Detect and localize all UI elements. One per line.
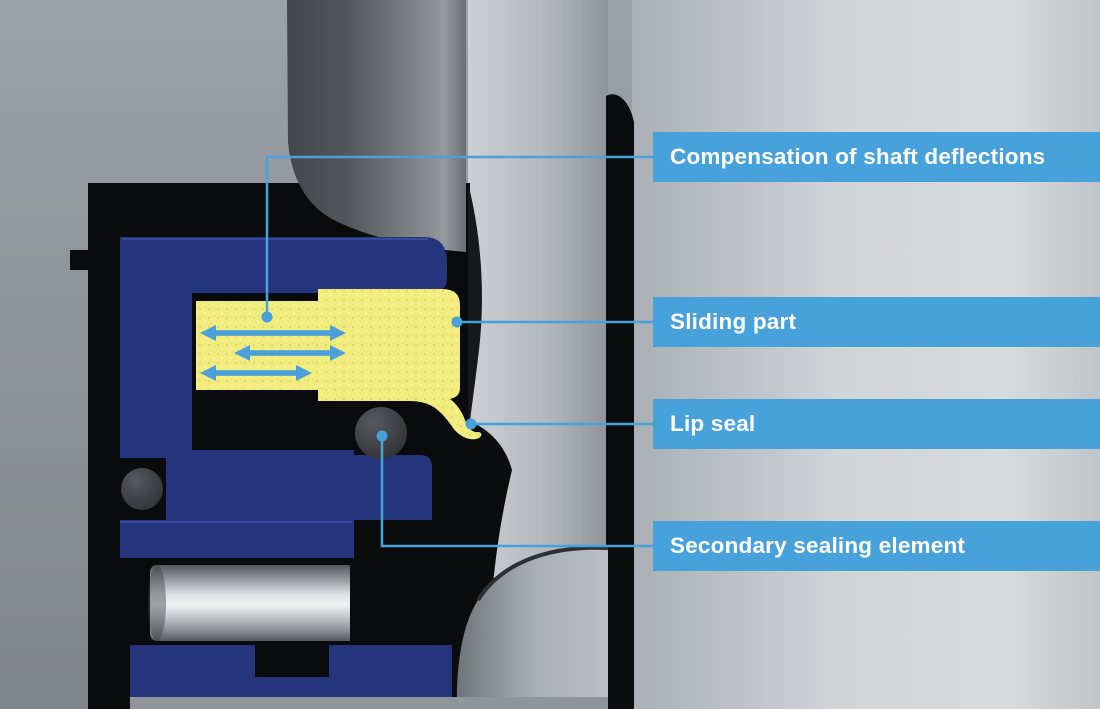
leader-dot-sliding-part bbox=[451, 316, 463, 328]
left-oring bbox=[121, 468, 163, 510]
callout-lip-seal: Lip seal bbox=[653, 399, 1100, 449]
seal-carrier-pocket-wall bbox=[354, 455, 432, 520]
seal-carrier-top-arm bbox=[120, 237, 447, 293]
leader-line-secondary-seal bbox=[380, 436, 653, 548]
double-arrow bbox=[200, 325, 346, 341]
callout-label: Lip seal bbox=[670, 411, 756, 436]
leader-dot-lip-seal bbox=[465, 418, 477, 430]
double-arrow bbox=[234, 345, 346, 361]
lower-housing bbox=[456, 547, 608, 709]
callout-secondary-sealing-element: Secondary sealing element bbox=[653, 521, 1100, 571]
seal-carrier-shelf bbox=[192, 450, 354, 558]
deflection-arrows bbox=[200, 325, 346, 381]
sliding-part-shape bbox=[196, 289, 482, 440]
shaft-end-shading bbox=[148, 565, 166, 641]
callout-label: Compensation of shaft deflections bbox=[670, 144, 1046, 169]
lower-housing-edge bbox=[476, 545, 609, 602]
callout-label: Secondary sealing element bbox=[670, 533, 966, 558]
shaft bbox=[150, 565, 350, 641]
leader-dot-secondary-seal bbox=[376, 430, 388, 442]
double-arrow bbox=[200, 365, 312, 381]
large-shaft-surface bbox=[632, 0, 1100, 709]
callout-sliding-part: Sliding part bbox=[653, 297, 1100, 347]
leader-line-compensation bbox=[265, 155, 653, 317]
bottom-notch bbox=[255, 645, 329, 677]
callout-label: Sliding part bbox=[670, 309, 797, 334]
shaft-upper-section bbox=[287, 0, 466, 252]
base-strip bbox=[130, 697, 608, 709]
lower-bore-shadow bbox=[430, 420, 512, 709]
left-column-notch bbox=[70, 250, 88, 270]
housing-gap-shadow bbox=[606, 94, 634, 709]
leader-dot-compensation bbox=[261, 311, 273, 323]
leader-dots bbox=[261, 311, 477, 442]
callout-compensation: Compensation of shaft deflections bbox=[653, 132, 1100, 182]
wall-shadow-curve bbox=[468, 183, 482, 440]
seal-carrier bbox=[120, 237, 452, 697]
leader-lines bbox=[265, 155, 653, 548]
